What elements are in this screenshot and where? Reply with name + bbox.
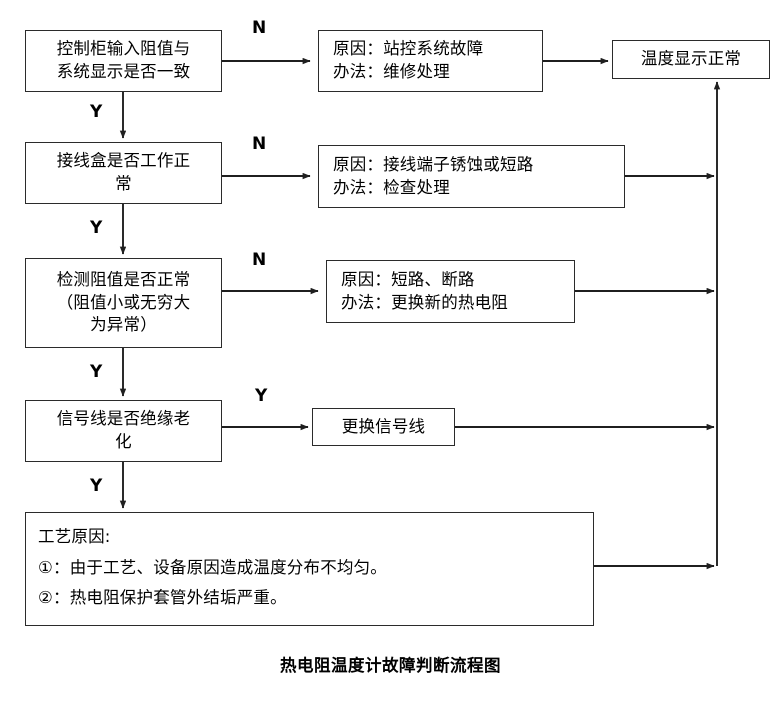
decision-box-1-line-2: 系统显示是否一致 <box>56 62 191 81</box>
edge-label-y-2: Y <box>90 218 103 238</box>
decision-box-2[interactable]: 接线盒是否工作正 常 <box>25 142 222 204</box>
edge-label-y-4: Y <box>90 476 103 496</box>
action-box-3[interactable]: 原因：短路、断路 办法：更换新的热电阻 <box>326 260 575 323</box>
edge-label-n-3: N <box>252 250 267 270</box>
action-box-5-line-1: 工艺原因: <box>38 526 111 546</box>
terminal-box-normal[interactable]: 温度显示正常 <box>612 40 770 79</box>
action-box-2[interactable]: 原因：接线端子锈蚀或短路 办法：检查处理 <box>318 145 625 208</box>
edge-label-n-1: N <box>252 18 267 38</box>
decision-box-2-line-1: 接线盒是否工作正 <box>56 151 191 171</box>
decision-box-4[interactable]: 信号线是否绝缘老 化 <box>25 400 222 462</box>
terminal-box-label: 温度显示正常 <box>640 49 742 69</box>
decision-box-2-line-2: 常 <box>115 174 132 193</box>
edge-label-y-3: Y <box>90 362 103 382</box>
edge-label-y-1: Y <box>90 102 103 122</box>
action-box-2-line-1: 原因：接线端子锈蚀或短路 <box>333 154 534 174</box>
action-box-3-line-2: 办法：更换新的热电阻 <box>341 292 508 312</box>
edge-label-y-branch-4: Y <box>255 386 268 406</box>
decision-box-3-line-1: 检测阻值是否正常 <box>56 269 191 289</box>
decision-box-4-line-1: 信号线是否绝缘老 <box>56 409 191 429</box>
action-box-1[interactable]: 原因：站控系统故障 办法：维修处理 <box>318 30 543 92</box>
decision-box-4-line-2: 化 <box>115 432 132 451</box>
decision-box-1[interactable]: 控制柜输入阻值与 系统显示是否一致 <box>25 30 222 92</box>
action-box-5-line-3: ②：热电阻保护套管外结垢严重。 <box>38 588 287 608</box>
decision-box-3-line-2: （阻值小或无穷大 <box>56 292 191 312</box>
action-box-4[interactable]: 更换信号线 <box>312 408 455 446</box>
action-box-1-line-1: 原因：站控系统故障 <box>333 39 484 59</box>
action-box-1-line-2: 办法：维修处理 <box>333 62 450 81</box>
action-box-3-line-1: 原因：短路、断路 <box>341 269 475 289</box>
decision-box-3[interactable]: 检测阻值是否正常 （阻值小或无穷大 为异常） <box>25 258 222 348</box>
action-box-5-line-2: ①：由于工艺、设备原因造成温度分布不均匀。 <box>38 557 387 577</box>
diagram-caption: 热电阻温度计故障判断流程图 <box>280 656 501 675</box>
action-box-4-line-1: 更换信号线 <box>341 416 426 436</box>
decision-box-3-line-3: 为异常） <box>90 315 157 335</box>
action-box-2-line-2: 办法：检查处理 <box>333 177 450 197</box>
edge-label-n-2: N <box>252 134 267 154</box>
decision-box-1-line-1: 控制柜输入阻值与 <box>56 39 191 59</box>
action-box-5[interactable]: 工艺原因: ①：由于工艺、设备原因造成温度分布不均匀。 ②：热电阻保护套管外结垢… <box>25 512 594 626</box>
